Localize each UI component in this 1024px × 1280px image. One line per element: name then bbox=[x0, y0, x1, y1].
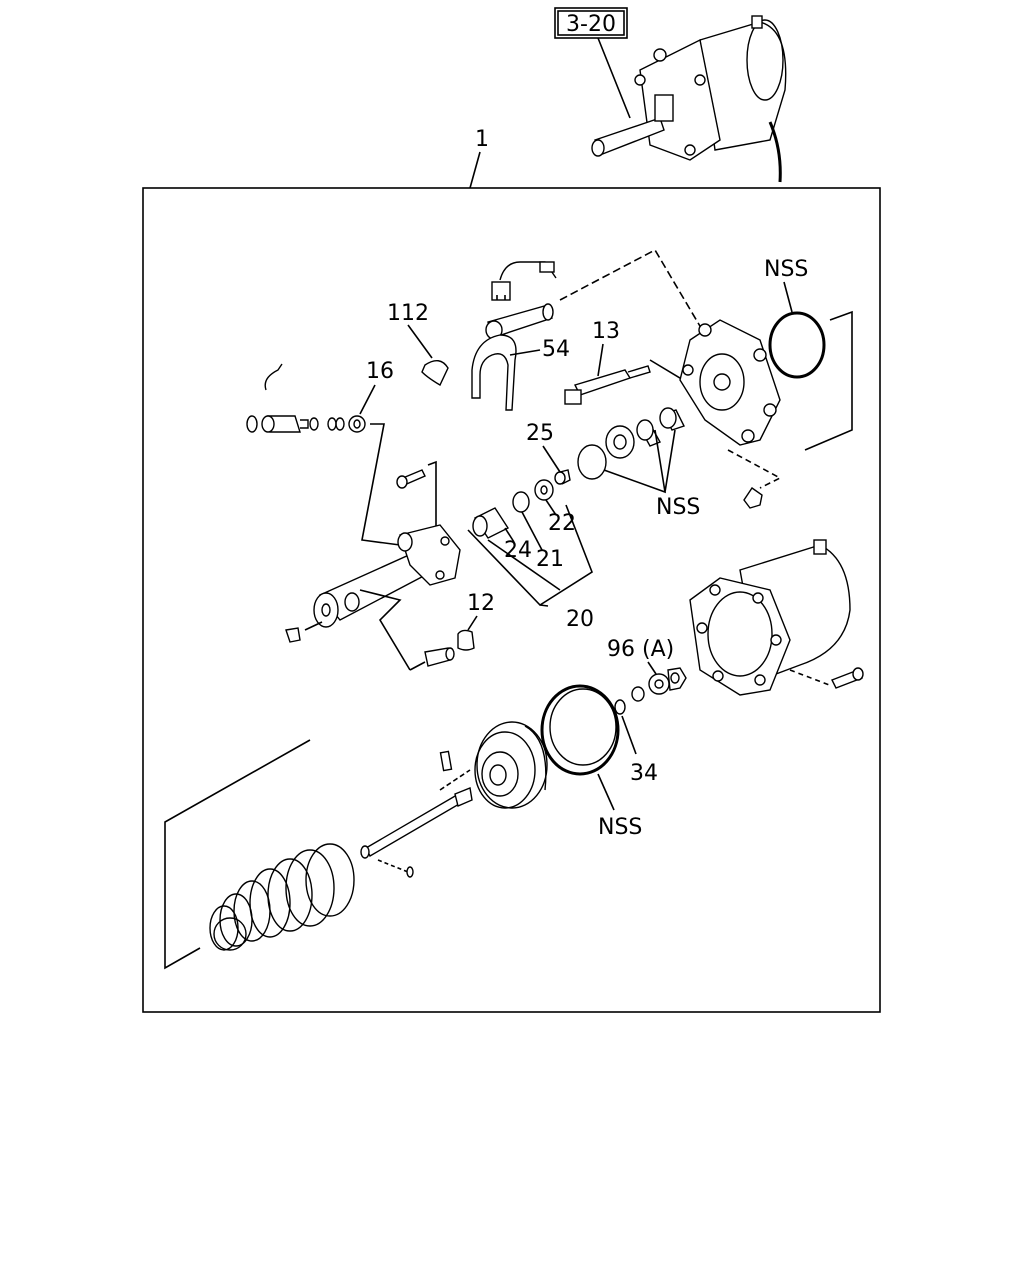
callout-54: 54 bbox=[542, 337, 570, 362]
callout-24: 24 bbox=[504, 538, 532, 563]
callout-16: 16 bbox=[366, 359, 394, 384]
callout-12: 12 bbox=[467, 591, 495, 616]
part-o-ring-top bbox=[768, 311, 826, 379]
part-112-clip bbox=[421, 360, 449, 386]
callout-1: 1 bbox=[475, 127, 489, 152]
callout-112: 112 bbox=[387, 301, 429, 326]
kit-frame bbox=[142, 187, 881, 1013]
callout-13: 13 bbox=[592, 319, 620, 344]
callout-22: 22 bbox=[548, 511, 576, 536]
part-nut bbox=[743, 487, 763, 509]
part-16-detent-parts bbox=[246, 363, 366, 433]
part-54-shift-fork bbox=[471, 303, 554, 411]
part-piston-rod bbox=[360, 750, 473, 878]
part-34-ring bbox=[614, 699, 626, 715]
part-o-ring-mid bbox=[577, 444, 607, 480]
callout-25: 25 bbox=[526, 421, 554, 446]
part-valve-housing bbox=[679, 319, 781, 446]
part-96-nut-washer bbox=[631, 667, 687, 702]
assembly-overview-illustration bbox=[591, 15, 787, 183]
callout-nss-mid: NSS bbox=[656, 495, 700, 520]
callout-nss-top: NSS bbox=[764, 257, 808, 282]
part-22-washer bbox=[534, 479, 554, 501]
callout-34: 34 bbox=[630, 761, 658, 786]
leader-3-20 bbox=[597, 37, 631, 119]
part-12-cap bbox=[457, 629, 475, 651]
part-21-ring bbox=[512, 491, 530, 513]
callout-21: 21 bbox=[536, 547, 564, 572]
reference-box-label: 3-20 bbox=[566, 12, 616, 37]
part-13-switch bbox=[564, 365, 651, 405]
part-24-sleeve bbox=[472, 507, 510, 539]
callout-96a: 96 (A) bbox=[607, 637, 674, 662]
part-diaphragm-seal bbox=[540, 684, 620, 776]
leader-1 bbox=[469, 151, 481, 189]
part-bolt-upper bbox=[396, 469, 426, 489]
part-seal-set bbox=[605, 407, 685, 459]
part-shift-housing bbox=[313, 524, 461, 628]
part-breather bbox=[424, 647, 455, 667]
part-25-plug bbox=[554, 469, 571, 485]
part-piston bbox=[474, 721, 548, 809]
part-bolt-cylinder bbox=[831, 667, 864, 689]
callout-20: 20 bbox=[566, 607, 594, 632]
part-switch-wire bbox=[491, 261, 557, 301]
callout-nss-bottom: NSS bbox=[598, 815, 642, 840]
part-return-spring bbox=[209, 843, 355, 951]
part-cylinder bbox=[689, 539, 851, 696]
reference-box-3-20[interactable]: 3-20 bbox=[554, 7, 628, 39]
